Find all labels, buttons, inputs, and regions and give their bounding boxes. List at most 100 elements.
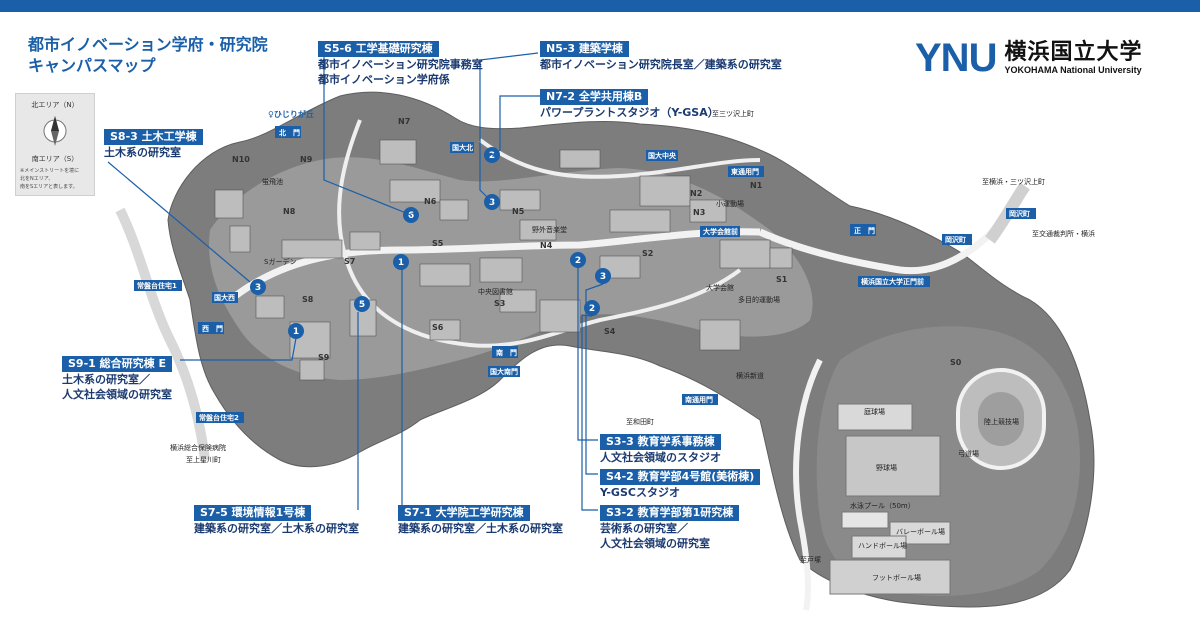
area-code: S2 xyxy=(642,249,653,258)
buildings xyxy=(214,139,793,381)
svg-text:5: 5 xyxy=(359,300,365,310)
area-code: S7 xyxy=(344,257,355,266)
label-handball: ハンドボール場 xyxy=(858,541,907,550)
marker-s9-1 xyxy=(288,323,304,339)
svg-text:6: 6 xyxy=(408,211,414,221)
callout-s7-1[interactable]: S7-1 大学院工学研究棟 建築系の研究室／土木系の研究室 xyxy=(398,501,563,536)
area-code: S0 xyxy=(950,358,962,367)
svg-text:1: 1 xyxy=(293,327,299,337)
label-tamokuteki: 多目的運動場 xyxy=(738,295,780,304)
label-koudou: 小運動場 xyxy=(716,199,744,208)
label-rikujo: 陸上競技場 xyxy=(984,417,1019,426)
callout-s9-1-line1: 土木系の研究室／ xyxy=(62,373,150,386)
label-hospital: 横浜総合保険病院 xyxy=(170,443,226,452)
svg-text:1: 1 xyxy=(398,258,404,268)
tennis-courts xyxy=(837,403,913,431)
gate-higashi-label: 東通用門 xyxy=(731,167,759,176)
callout-s3-3-line1: 人文社会領域のスタジオ xyxy=(600,451,721,464)
ynu-mark: YNU xyxy=(915,36,997,80)
callout-s3-2-code: S3-2 教育学部第1研究棟 xyxy=(600,505,740,521)
callout-s9-1-code: S9-1 総合研究棟 E xyxy=(62,356,172,372)
gate-nishi xyxy=(198,322,224,334)
svg-text:2: 2 xyxy=(589,304,595,314)
label-teikyu: 庭球場 xyxy=(864,407,885,416)
west-road xyxy=(115,207,210,461)
gate-minami-label: 南 門 xyxy=(496,348,517,357)
bus-minami xyxy=(196,412,244,423)
bus-nishi-label: 常盤台住宅1 xyxy=(137,281,177,290)
south-area-label: 南エリア（S） xyxy=(31,155,79,163)
callout-n7-2-line1: パワープラントスタジオ（Y-GSA） xyxy=(540,106,719,119)
bus-kokudai-kita-label: 国大北 xyxy=(452,143,473,152)
callout-s7-1-line1: 建築系の研究室／土木系の研究室 xyxy=(398,522,563,535)
callout-s4-2-line1: Y-GSCスタジオ xyxy=(600,486,680,499)
callout-s8-3[interactable]: S8-3 土木工学棟 土木系の研究室 xyxy=(104,125,203,160)
area-codes: N1 N2 N3 N4 N5 N6 N7 N8 N9 N10 S1 S2 S3 … xyxy=(232,117,962,367)
area-code: N6 xyxy=(424,197,437,206)
label-daigaku-kaikan: 大学会館 xyxy=(706,283,734,292)
callout-s5-6[interactable]: S5-6 工学基礎研究棟 都市イノベーション研究院事務室 都市イノベーション学府… xyxy=(318,37,483,87)
callout-s7-5[interactable]: S7-5 環境情報1号棟 建築系の研究室／土木系の研究室 xyxy=(194,501,359,536)
callout-n5-3[interactable]: N5-3 建築学棟 都市イノベーション研究院長室／建築系の研究室 xyxy=(540,37,782,72)
bus-kokudai-kita xyxy=(450,142,474,153)
bus-kokudai-chuo xyxy=(646,150,678,161)
marker-s4-2 xyxy=(595,268,611,284)
label-mitsuzawa: 至三ツ沢上町 xyxy=(712,109,754,118)
callout-s3-3[interactable]: S3-3 教育学系事務棟 人文社会領域のスタジオ xyxy=(600,430,721,465)
main-street xyxy=(227,228,761,303)
baseball-field xyxy=(845,435,941,497)
label-volley: バレーボール場 xyxy=(896,527,945,536)
callout-n7-2[interactable]: N7-2 全学共用棟B パワープラントスタジオ（Y-GSA） xyxy=(540,85,719,120)
callout-s3-2[interactable]: S3-2 教育学部第1研究棟 芸術系の研究室／ 人文社会領域の研究室 xyxy=(600,501,740,551)
callout-s7-5-line1: 建築系の研究室／土木系の研究室 xyxy=(194,522,359,535)
gate-kita xyxy=(275,126,301,138)
label-yagai: 野外音楽堂 xyxy=(532,225,567,234)
label-to-kamihoshikawa: 至上星川町 xyxy=(186,455,221,464)
callout-s4-2[interactable]: S4-2 教育学部4号館(美術棟) Y-GSCスタジオ xyxy=(600,465,761,500)
label-to-mitsuzawa: 至横浜・三ツ沢上町 xyxy=(982,177,1045,186)
callout-s9-1[interactable]: S9-1 総合研究棟 E 土木系の研究室／ 人文社会領域の研究室 xyxy=(62,352,172,402)
callout-s8-3-code: S8-3 土木工学棟 xyxy=(104,129,203,145)
callout-s7-5-code: S7-5 環境情報1号棟 xyxy=(194,505,312,521)
area-code: N5 xyxy=(512,207,525,216)
handball-court xyxy=(851,535,907,559)
ynu-logo[interactable]: YNU 横浜国立大学 YOKOHAMA National University xyxy=(915,38,1142,78)
label-shizen: 蛍飛池 xyxy=(262,177,283,186)
svg-text:2: 2 xyxy=(489,151,495,161)
bus-seimon xyxy=(858,276,930,287)
label-kyudo: 弓道場 xyxy=(958,449,979,458)
bus-nishi xyxy=(134,280,182,291)
university-name-en: YOKOHAMA National University xyxy=(1004,65,1142,75)
label-shindo: 横浜新道 xyxy=(736,371,764,380)
leader-lines xyxy=(107,52,604,511)
label-football: フットボール場 xyxy=(872,573,921,582)
area-code: N7 xyxy=(398,117,410,126)
top-accent-bar xyxy=(0,0,1200,12)
marker-s7-1 xyxy=(393,254,409,270)
area-code: N3 xyxy=(693,208,705,217)
area-code: S5 xyxy=(432,239,444,248)
callout-n5-3-line1: 都市イノベーション研究院長室／建築系の研究室 xyxy=(540,58,782,71)
marker-s3-2 xyxy=(584,300,600,316)
bus-minami-label: 常盤台住宅2 xyxy=(199,413,239,422)
bus-kokudai-nishi xyxy=(212,292,238,303)
svg-text:3: 3 xyxy=(600,272,606,282)
bus-kokudai-chuo-label: 国大中央 xyxy=(648,151,677,160)
area-code: S4 xyxy=(604,327,616,336)
label-to-bypass: 至戸塚 xyxy=(800,555,821,564)
marker-s8-3 xyxy=(250,279,266,295)
area-code: N10 xyxy=(232,155,250,164)
area-code: N4 xyxy=(540,241,553,250)
map-title-line1: 都市イノベーション学府・研究院 xyxy=(28,35,268,54)
label-nishiyaya: 至和田町 xyxy=(626,417,654,426)
area-code: S3 xyxy=(494,299,505,308)
bus-seimon-label: 横浜国立大学正門前 xyxy=(861,277,924,286)
area-code: S9 xyxy=(318,353,330,362)
bus-kokudai-minami-label: 国大南門 xyxy=(490,367,518,376)
svg-text:2: 2 xyxy=(575,256,581,266)
bus-daigaku-kaikan xyxy=(700,226,740,237)
university-name-ja: 横浜国立大学 xyxy=(1004,40,1143,65)
callout-s7-1-code: S7-1 大学院工学研究棟 xyxy=(398,505,530,521)
callout-s5-6-line2: 都市イノベーション学府係 xyxy=(318,73,450,86)
